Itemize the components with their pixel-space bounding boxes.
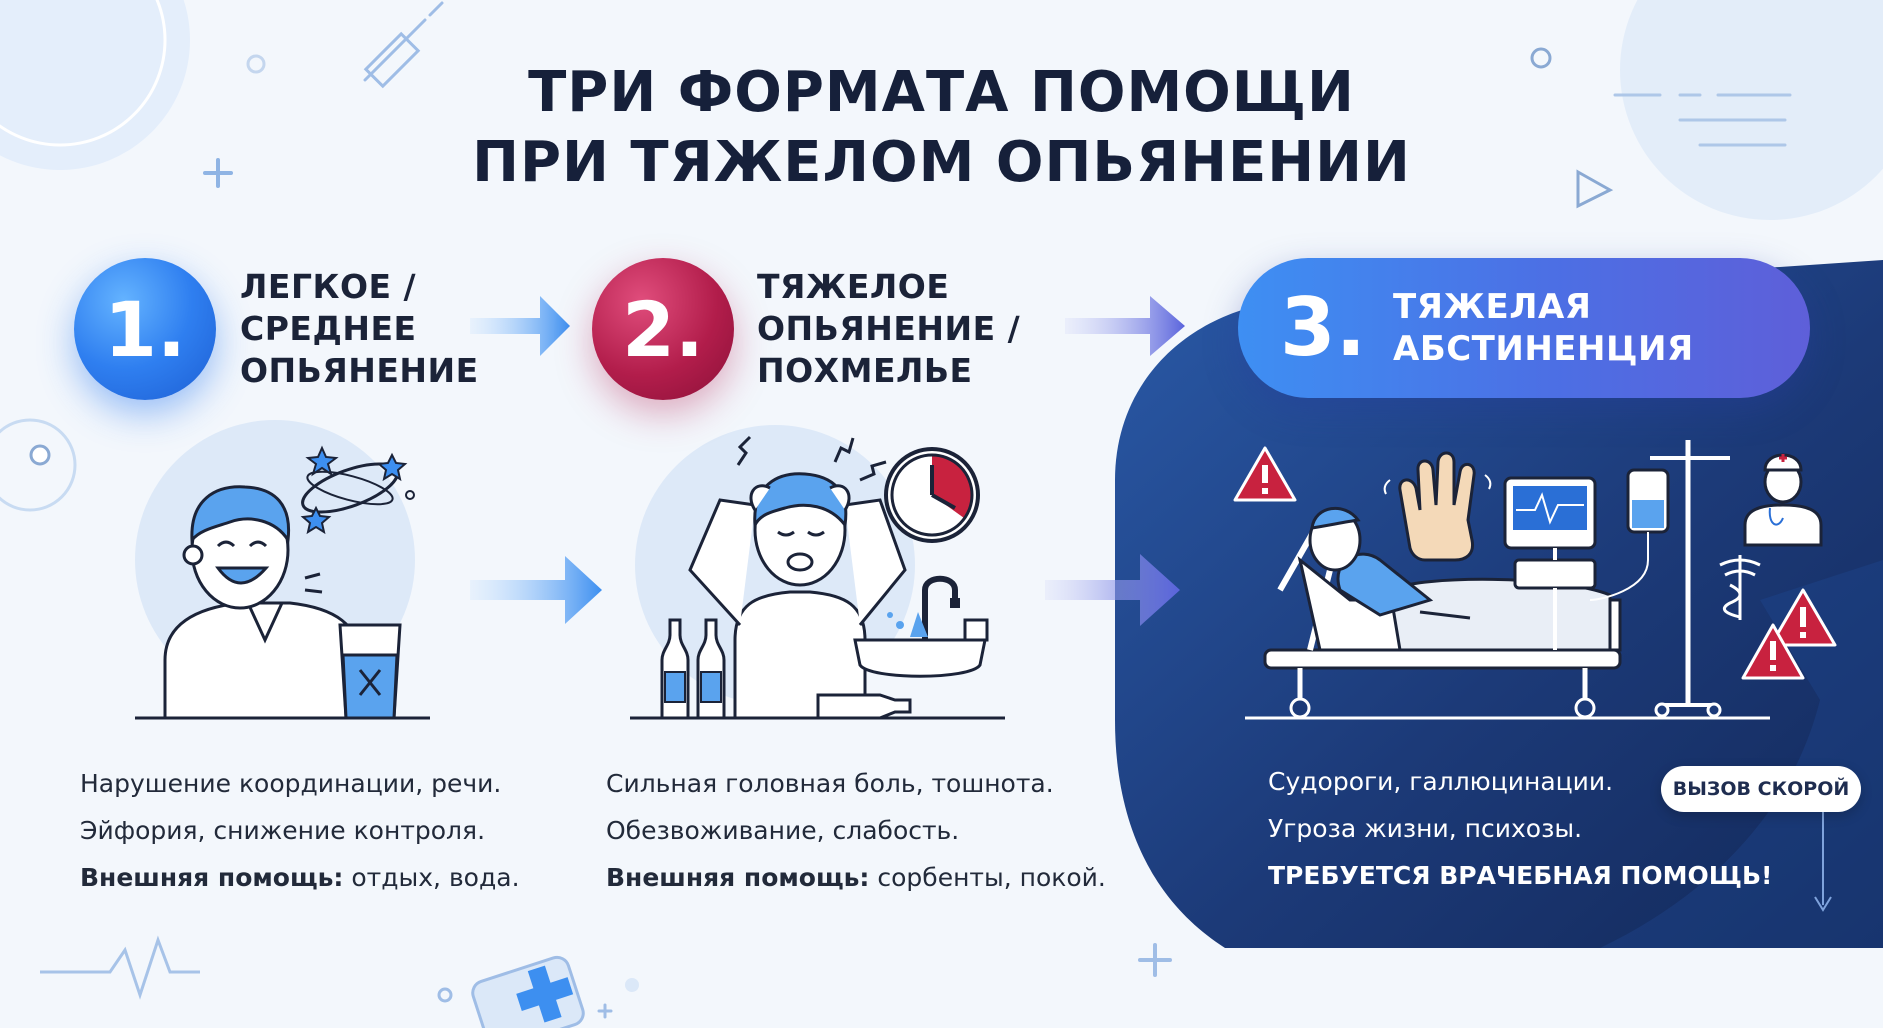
decor-circle bbox=[1620, 0, 1883, 220]
warning-triangle-icon bbox=[1769, 588, 1837, 647]
stage-2-badge: 2. bbox=[592, 258, 734, 400]
stage-1-title-line: СРЕДНЕЕ bbox=[240, 309, 417, 348]
help-text: сорбенты, покой. bbox=[869, 863, 1106, 892]
stage-1-title: ЛЕГКОЕ / СРЕДНЕЕ ОПЬЯНЕНИЕ bbox=[240, 266, 479, 392]
stage-3-title-line: ТЯЖЕЛАЯ bbox=[1393, 287, 1592, 327]
page-title: ТРИ ФОРМАТА ПОМОЩИ ПРИ ТЯЖЕЛОМ ОПЬЯНЕНИИ bbox=[0, 58, 1883, 198]
heartbeat-decor-icon bbox=[40, 935, 200, 1000]
clock-icon bbox=[884, 447, 980, 543]
title-line-1: ТРИ ФОРМАТА ПОМОЩИ bbox=[528, 60, 1355, 125]
decor-circle bbox=[0, 0, 190, 170]
stage-2-description: Сильная головная боль, тошнота. Обезвожи… bbox=[606, 760, 1106, 901]
triangle-decor-icon bbox=[1576, 169, 1614, 209]
stage-2-title-line: ОПЬЯНЕНИЕ / bbox=[757, 309, 1021, 348]
warning-triangle-icon bbox=[1233, 446, 1297, 502]
symptom-line: Нарушение координации, речи. bbox=[80, 769, 502, 798]
sink-icon bbox=[853, 575, 989, 678]
bottles-icon bbox=[660, 618, 912, 720]
call-ambulance-button[interactable]: ВЫЗОВ СКОРОЙ bbox=[1661, 766, 1861, 812]
stage-3-number: 3. bbox=[1280, 281, 1367, 374]
stage-3-header: 3. ТЯЖЕЛАЯ АБСТИНЕНЦИЯ bbox=[1238, 258, 1810, 398]
stage-3-title: ТЯЖЕЛАЯ АБСТИНЕНЦИЯ bbox=[1393, 286, 1694, 370]
help-text: отдых, вода. bbox=[343, 863, 520, 892]
title-line-2: ПРИ ТЯЖЕЛОМ ОПЬЯНЕНИИ bbox=[472, 130, 1411, 195]
stage-2-title-line: ТЯЖЕЛОЕ bbox=[757, 267, 950, 306]
hospital-bed-icon bbox=[1263, 506, 1622, 719]
stage-1-title-line: ЛЕГКОЕ / bbox=[240, 267, 417, 306]
symptom-line: Сильная головная боль, тошнота. bbox=[606, 769, 1054, 798]
heart-monitor-icon bbox=[1503, 476, 1597, 650]
stage3-illustration bbox=[1233, 440, 1837, 720]
symptom-line: Обезвоживание, слабость. bbox=[606, 816, 960, 845]
help-label: Внешняя помощь: bbox=[80, 863, 344, 892]
symptom-line: Судороги, галлюцинации. bbox=[1268, 767, 1614, 796]
medical-kit-decor-icon bbox=[471, 955, 585, 1028]
doctor-icon bbox=[1743, 453, 1823, 547]
stage-3-title-line: АБСТИНЕНЦИЯ bbox=[1393, 329, 1694, 369]
plus-decor-icon bbox=[203, 158, 233, 188]
stage-2-number: 2. bbox=[622, 284, 704, 374]
caduceus-icon bbox=[1719, 555, 1761, 620]
syringe-decor-icon bbox=[363, 1, 444, 89]
stage-2-title-line: ПОХМЕЛЬЕ bbox=[757, 351, 973, 390]
stage-1-title-line: ОПЬЯНЕНИЕ bbox=[240, 351, 479, 390]
water-glass-icon bbox=[338, 623, 402, 720]
stage-3-description: Судороги, галлюцинации. Угроза жизни, пс… bbox=[1268, 758, 1772, 899]
stage2-illustration bbox=[630, 425, 1005, 720]
arrow-right-icon bbox=[470, 556, 602, 624]
dizzy-stars-icon bbox=[300, 445, 415, 535]
headache-man-icon bbox=[688, 435, 907, 720]
help-line: Внешняя помощь: отдых, вода. bbox=[80, 854, 520, 901]
stage-2-title: ТЯЖЕЛОЕ ОПЬЯНЕНИЕ / ПОХМЕЛЬЕ bbox=[757, 266, 1020, 392]
happy-man-icon bbox=[163, 485, 362, 720]
arrow-right-icon bbox=[1045, 554, 1180, 626]
help-line: Внешняя помощь: сорбенты, покой. bbox=[606, 854, 1106, 901]
stage-1-description: Нарушение координации, речи. Эйфория, сн… bbox=[80, 760, 520, 901]
warning-triangle-icon bbox=[1741, 623, 1805, 680]
symptom-line: Угроза жизни, психозы. bbox=[1268, 814, 1583, 843]
trembling-hand-icon bbox=[1383, 451, 1492, 562]
arrow-right-icon bbox=[470, 296, 570, 356]
arrow-right-icon bbox=[1065, 296, 1185, 356]
iv-drip-icon bbox=[1589, 440, 1730, 718]
medical-help-alert: ТРЕБУЕТСЯ ВРАЧЕБНАЯ ПОМОЩЬ! bbox=[1268, 861, 1773, 890]
stage-1-badge: 1. bbox=[74, 258, 216, 400]
stage-1-number: 1. bbox=[104, 284, 186, 374]
stage1-illustration bbox=[135, 420, 430, 720]
symptom-line: Эйфория, снижение контроля. bbox=[80, 816, 486, 845]
help-label: Внешняя помощь: bbox=[606, 863, 870, 892]
